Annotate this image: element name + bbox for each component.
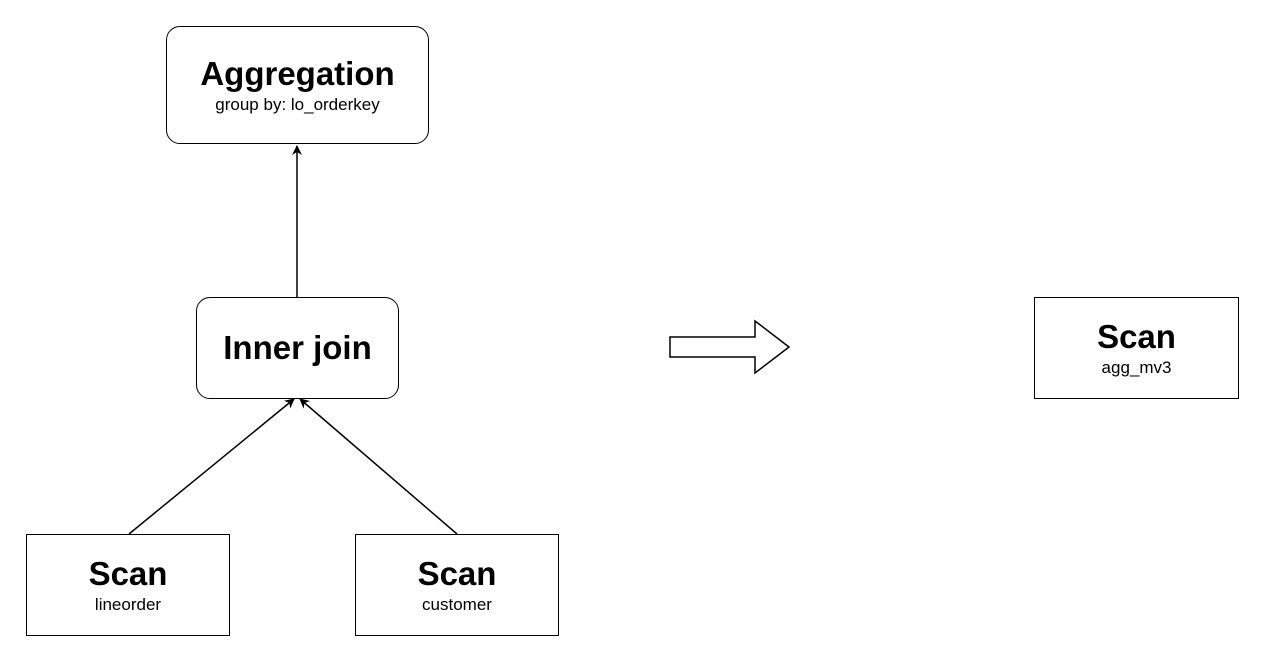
scan-agg-mv3-node: Scan agg_mv3 (1034, 297, 1239, 399)
inner-join-title: Inner join (223, 329, 372, 366)
scan-customer-node: Scan customer (355, 534, 559, 636)
scan-agg-mv3-table: agg_mv3 (1101, 357, 1172, 377)
edge-scan-customer-to-join (299, 398, 458, 535)
inner-join-node: Inner join (196, 297, 399, 399)
scan-customer-title: Scan (417, 554, 497, 592)
right-outline-arrow-icon (669, 319, 791, 375)
scan-lineorder-table: lineorder (94, 594, 162, 614)
aggregation-group-by: group by: lo_orderkey (215, 94, 380, 114)
scan-customer-table: customer (422, 594, 492, 614)
aggregation-node: Aggregation group by: lo_orderkey (166, 26, 429, 144)
scan-lineorder-title: Scan (88, 554, 168, 592)
edge-scan-lineorder-to-join (128, 398, 295, 535)
aggregation-title: Aggregation (200, 54, 395, 92)
scan-agg-mv3-title: Scan (1097, 317, 1176, 355)
scan-lineorder-node: Scan lineorder (26, 534, 230, 636)
